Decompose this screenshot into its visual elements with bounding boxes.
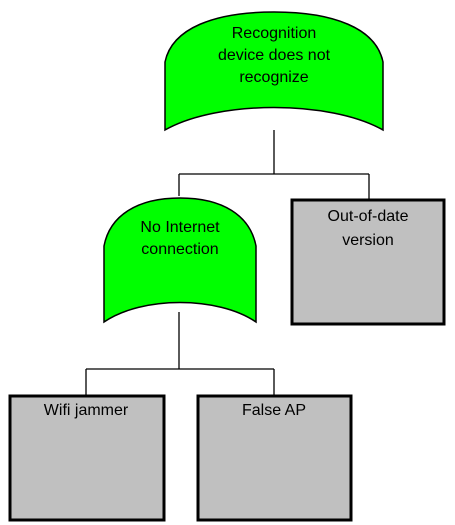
no-internet-label-line-1: No Internet	[140, 219, 220, 236]
no-internet-shape	[103, 197, 257, 324]
top-event-label-line-3: recognize	[239, 69, 308, 86]
top-event-label-line-2: device does not	[218, 47, 331, 64]
no-internet-gate: No Internet connection	[103, 197, 257, 324]
false-ap-label: False AP	[242, 402, 306, 419]
connector-lines	[85, 130, 370, 396]
false-ap-box	[196, 394, 353, 522]
no-internet-label-line-2: connection	[141, 241, 218, 258]
false-ap-event: False AP	[196, 394, 353, 522]
top-event-shape	[164, 11, 384, 132]
wifi-jammer-event: Wifi jammer	[8, 394, 166, 522]
wifi-jammer-label: Wifi jammer	[44, 402, 129, 419]
out-of-date-label-line-2: version	[342, 232, 394, 249]
top-event-label-line-1: Recognition	[232, 25, 317, 42]
top-event-gate: Recognition device does not recognize	[164, 11, 384, 132]
out-of-date-label-line-1: Out-of-date	[328, 208, 409, 225]
out-of-date-event: Out-of-date version	[290, 198, 446, 326]
out-of-date-box	[290, 198, 446, 326]
wifi-jammer-box	[8, 394, 166, 522]
